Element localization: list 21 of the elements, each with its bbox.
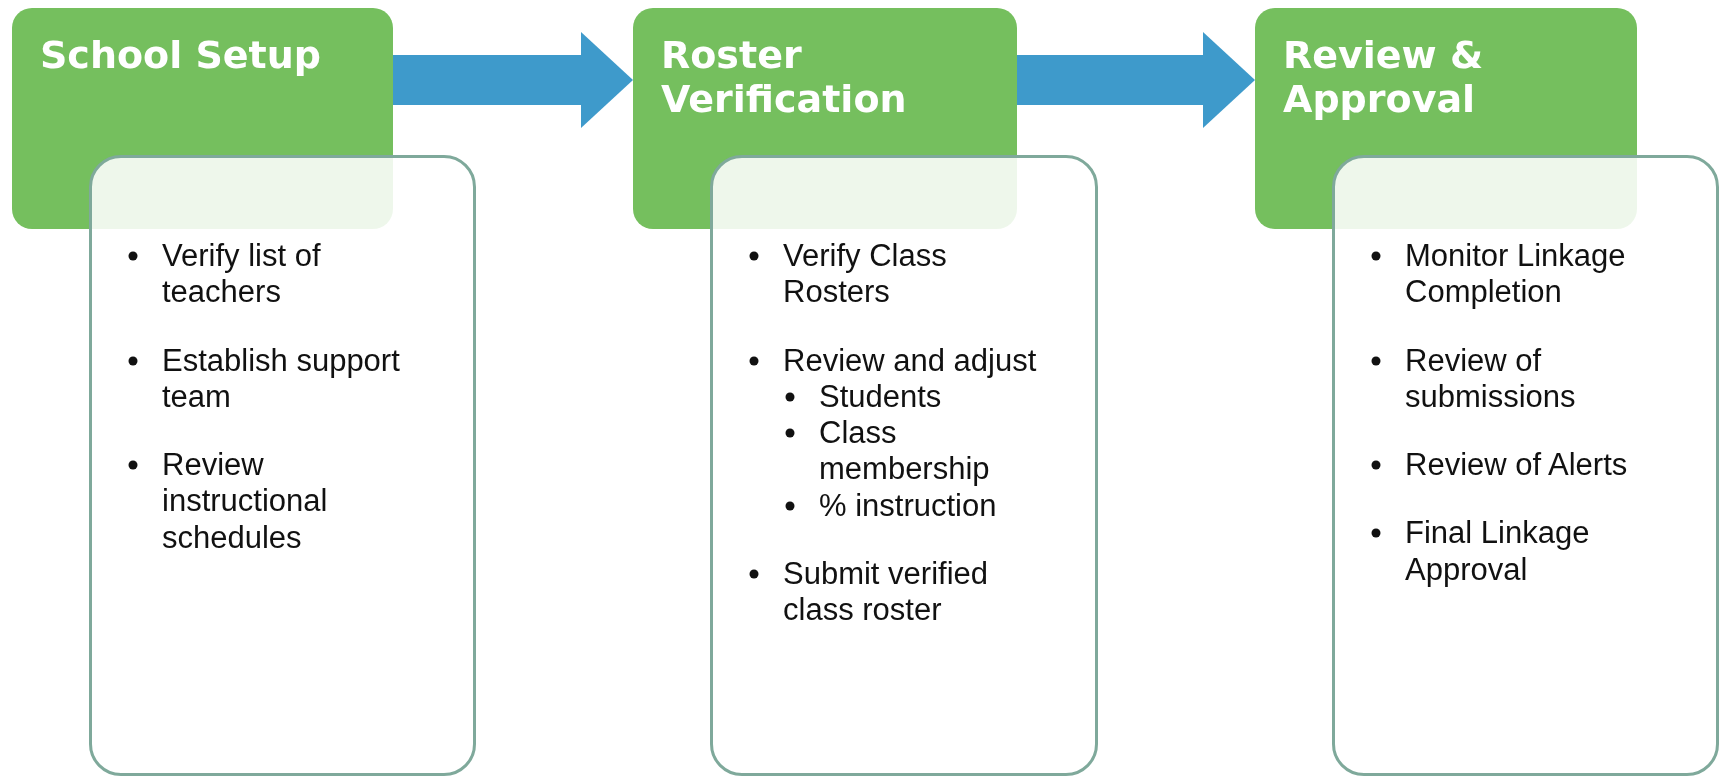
sub-bullet-item: Students: [819, 378, 942, 414]
stage-title: School Setup: [40, 34, 322, 78]
bullet-item: Submit verified class roster: [783, 555, 989, 628]
block-arrow: [1017, 32, 1255, 128]
bullet-item: Review instructional schedules: [162, 447, 328, 555]
sub-bullet-item: Class membership: [819, 415, 990, 487]
stage-title: Review & Approval: [1283, 34, 1485, 122]
bullet-item: Review of submissions: [1405, 342, 1576, 414]
task-list-card: [1332, 155, 1719, 776]
sub-bullet-item: % instruction: [819, 487, 997, 523]
bullet-item: Monitor Linkage Completion: [1405, 238, 1626, 310]
task-list-card: [710, 155, 1098, 776]
bullet-item: Verify list of teachers: [162, 238, 321, 310]
bullet-item: Review and adjust: [783, 342, 1037, 378]
block-arrow: [393, 32, 633, 128]
bullet-item: Final Linkage Approval: [1405, 515, 1590, 587]
stage-title: Roster Verification: [661, 34, 908, 122]
bullet-item: Establish support team: [162, 342, 400, 414]
bullet-item: Verify Class Rosters: [783, 238, 947, 310]
task-list-card: [89, 155, 476, 776]
bullet-item: Review of Alerts: [1405, 447, 1628, 483]
